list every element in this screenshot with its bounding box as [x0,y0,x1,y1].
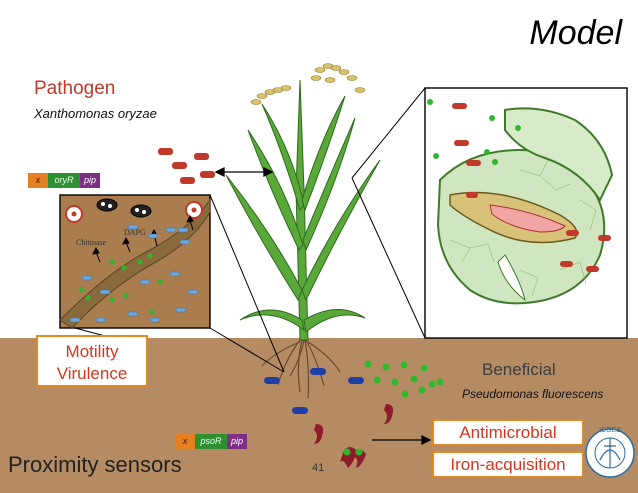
gene-oryR: oryR [48,173,80,188]
pathogen-comma-cells [314,404,394,468]
effect-arrow [372,434,432,446]
gene-x: x [175,434,195,449]
pathogen-cells [158,148,215,184]
virulence-text: Virulence [56,364,128,383]
slide-number: 41 [312,462,325,474]
pathogen-species: Xanthomonas oryzae [34,106,157,121]
beneficial-green-cells [364,360,444,398]
antimicrobial-box: Antimicrobial [432,419,584,446]
gene-x: x [28,173,48,188]
pathogen-gene-construct: x oryR pip [28,173,100,188]
svg-text:ICGEB: ICGEB [599,427,621,434]
inset-callout-line [351,87,426,179]
chitinase-label: Chitinase [76,238,107,247]
pathogen-plant-arrow [214,166,274,178]
gene-pip: pip [80,173,100,188]
institute-logo: ICGEB [585,427,635,478]
motility-virulence-box: Motility Virulence [36,335,148,387]
beneficial-species: Pseudomonas fluorescens [462,387,604,401]
beneficial-rods [264,368,364,414]
iron-acquisition-box: Iron-acquisition [432,451,584,478]
beneficial-label: Beneficial [482,360,556,379]
beneficial-gene-construct: x psoR pip [175,434,247,449]
gene-pip: pip [227,434,247,449]
root-zone-inset [59,194,285,373]
inset-green-cells [427,99,521,165]
inset-callout-line-2 [351,177,426,339]
inset-pathogen-cells [452,103,611,272]
plant-roots [261,339,341,399]
pathogen-label: Pathogen [34,78,116,99]
inset-green-dots [79,253,163,315]
proximity-sensors-label: Proximity sensors [8,452,182,477]
rice-plant [225,79,381,341]
inset-blue-cells [69,224,199,323]
dapg-label: DAPG [124,228,146,237]
beneficial-green-pair [343,448,363,456]
gene-psoR: psoR [195,434,227,449]
inset-pathogen-symbols [65,198,203,223]
slide-title: Model [529,14,622,52]
motility-text: Motility [65,342,119,361]
rice-panicles [250,63,366,105]
leaf-cross-section-inset [424,87,628,339]
